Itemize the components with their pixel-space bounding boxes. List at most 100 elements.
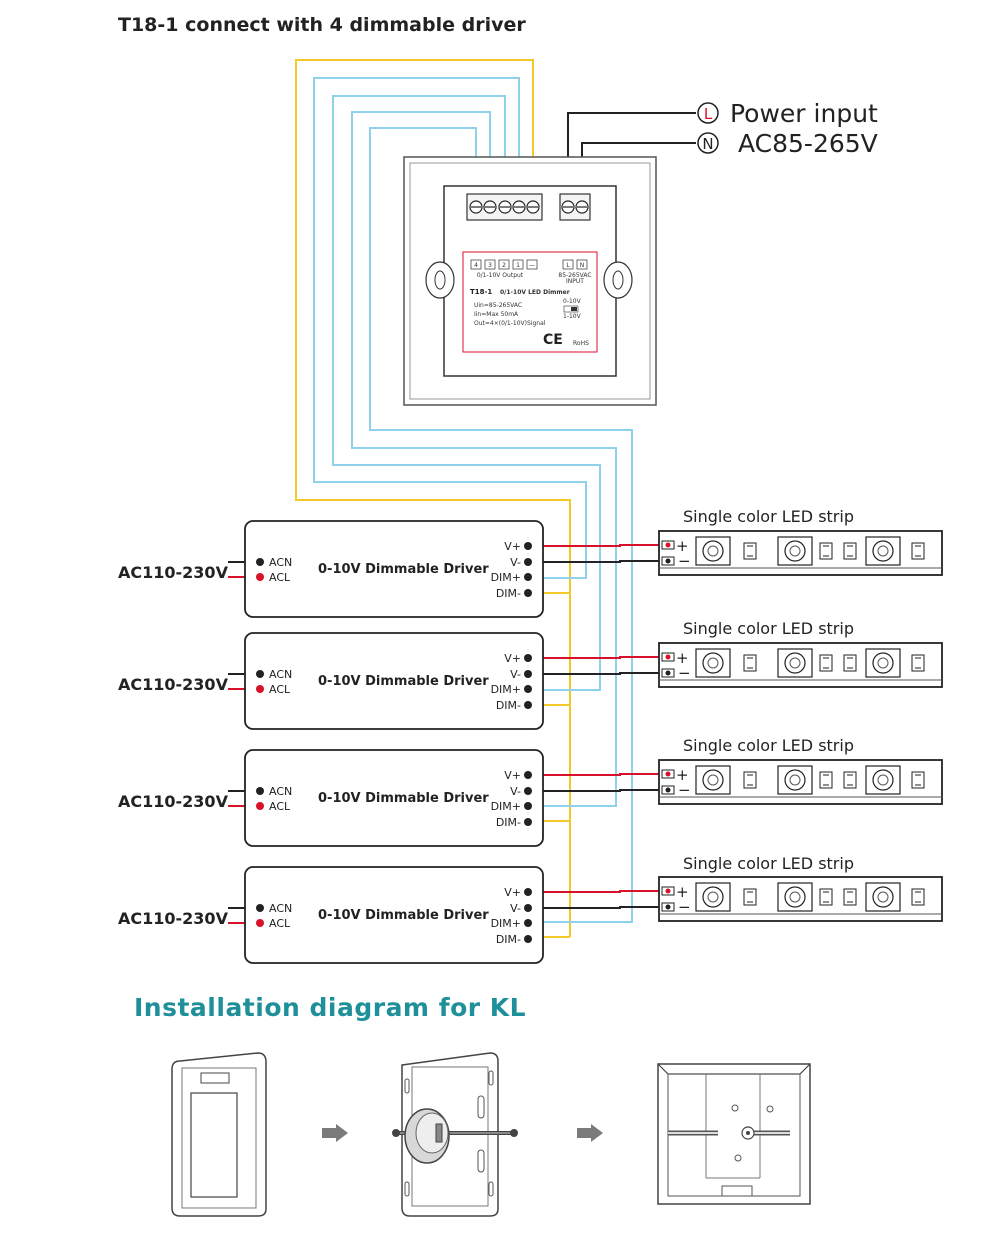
acn-label: ACN [269,556,292,569]
resistor-icon [819,542,833,560]
resistor-icon [819,888,833,906]
resistor-icon [843,542,857,560]
ce-mark: CE [543,332,563,348]
driver-output-label: DIM+ [491,917,521,930]
model-description: 0/1-10V LED Dimmer [500,289,570,296]
install-step-front-cover [171,1052,267,1217]
diagram-title: T18-1 connect with 4 dimmable driver [118,14,526,36]
resistor-icon [911,888,925,906]
driver-output-terminal [524,787,532,795]
driver-name: 0-10V Dimmable Driver [318,908,489,923]
resistor-icon [819,771,833,789]
svg-text:1-10V: 1-10V [563,313,582,320]
driver-output-label: V+ [504,652,521,665]
driver-box [244,520,544,618]
svg-text:L: L [566,262,570,269]
driver-output-terminal [524,589,532,597]
led-strip: Single color LED strip+− [658,619,943,688]
acn-label: ACN [269,902,292,915]
driver-output-label: V+ [504,769,521,782]
driver-output-label: DIM- [496,933,521,946]
acn-label: ACN [269,668,292,681]
driver-output-label: DIM- [496,699,521,712]
driver-output-label: V+ [504,540,521,553]
l-terminal-icon [697,102,719,124]
strip-plus-label: + [676,649,689,667]
acl-terminal [256,919,264,927]
acl-label: ACL [269,571,291,584]
driver-output-label: DIM+ [491,571,521,584]
svg-text:3: 3 [488,262,492,269]
l-label: L [704,105,713,123]
model-number: T18-1 [470,288,492,296]
driver-ac-label: AC110-230V [118,563,229,582]
led-strip-label: Single color LED strip [683,736,854,755]
resistor-icon [843,888,857,906]
acl-label: ACL [269,917,291,930]
strip-minus-label: − [678,898,691,916]
acn-terminal [256,670,264,678]
driver-output-label: V- [510,785,521,798]
arrow-icon [577,1124,603,1142]
acn-terminal [256,558,264,566]
power-input: L N Power input AC85-265V [697,99,878,158]
strips-layer: Single color LED strip+−Single color LED… [658,507,943,922]
svg-text:85-265VAC: 85-265VAC [558,272,591,279]
controller-t18-1: 4 3 2 1 — 0/1-10V Output L N 85-265VAC I… [403,156,657,406]
svg-text:1: 1 [516,262,520,269]
driver-output-label: V- [510,902,521,915]
svg-text:0/1-10V Output: 0/1-10V Output [477,272,524,279]
driver-output-label: DIM+ [491,683,521,696]
acl-terminal [256,573,264,581]
resistor-icon [743,888,757,906]
acn-label: ACN [269,785,292,798]
acn-terminal [256,787,264,795]
svg-text:INPUT: INPUT [566,278,584,285]
driver-box [244,749,544,847]
driver-box [244,632,544,730]
driver-output-label: DIM- [496,816,521,829]
driver-ac-label: AC110-230V [118,909,229,928]
driver-output-terminal [524,542,532,550]
acl-terminal [256,685,264,693]
led-strip-label: Single color LED strip [683,619,854,638]
strip-plus-label: + [676,537,689,555]
led-strip: Single color LED strip +− [658,507,943,576]
acl-label: ACL [269,800,291,813]
arrow-icon [322,1124,348,1142]
strip-plus-label: + [676,766,689,784]
svg-text:0-10V: 0-10V [563,298,582,305]
resistor-icon [911,654,925,672]
resistor-icon [911,542,925,560]
driver-output-label: V- [510,556,521,569]
driver-output-label: V+ [504,886,521,899]
acn-terminal [256,904,264,912]
strip-minus-label: − [678,552,691,570]
install-step-wall-box [657,1063,811,1205]
driver-output-terminal [524,558,532,566]
drivers-layer: AC110-230V 0-10V Dimmable Driver ACN ACL V+ V… [118,520,668,964]
svg-text:N: N [580,262,585,269]
driver-ac-label: AC110-230V [118,792,229,811]
driver-output-terminal [524,701,532,709]
spec-output: Out=4×(0/1-10V)Signal [474,320,546,327]
dimmable-driver: AC110-230V 0-10V Dimmable Driver ACN ACL V+ V… [118,866,668,964]
rohs-mark: RoHS [573,340,589,347]
driver-output-terminal [524,771,532,779]
led-strip: Single color LED strip+− [658,736,943,805]
driver-ac-label: AC110-230V [118,675,229,694]
svg-text:4: 4 [474,262,478,269]
power-input-label: Power input [730,99,878,128]
driver-output-terminal [524,802,532,810]
driver-output-terminal [524,919,532,927]
acl-terminal [256,802,264,810]
resistor-icon [843,654,857,672]
resistor-icon [743,771,757,789]
installation-title: Installation diagram for KL [134,993,526,1022]
spec-input-current: Iin=Max 50mA [474,311,519,318]
led-strip-label: Single color LED strip [683,507,854,526]
driver-output-terminal [524,685,532,693]
driver-output-terminal [524,654,532,662]
